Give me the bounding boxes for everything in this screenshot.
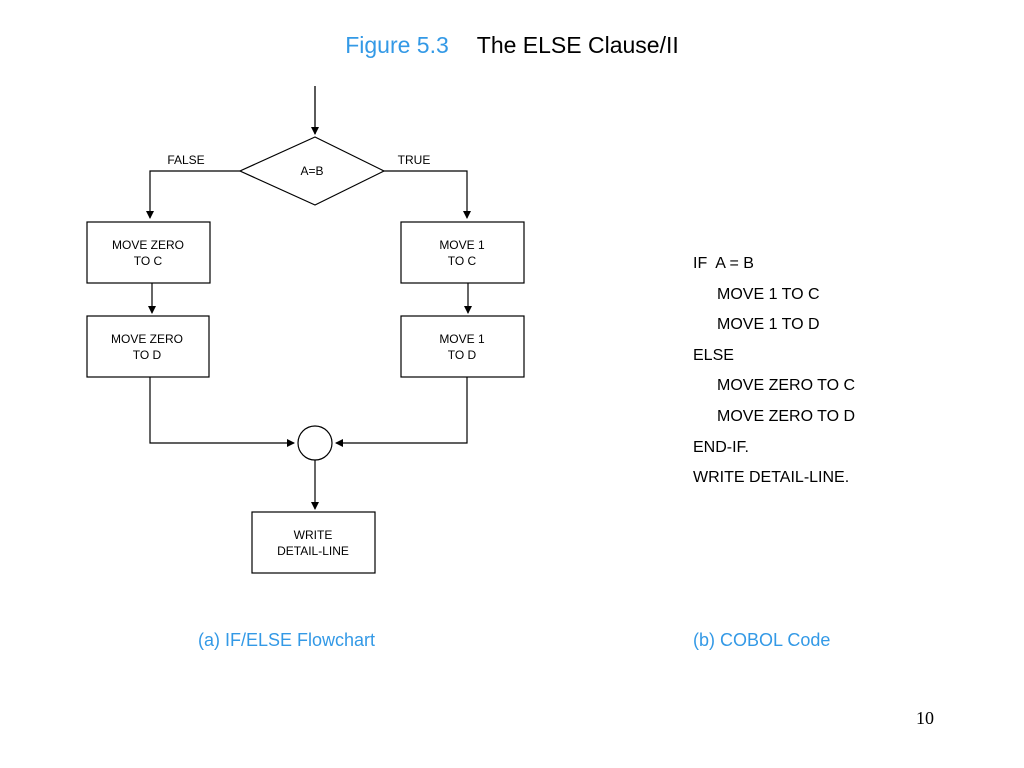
true-box2-line1: MOVE 1 (439, 332, 485, 346)
svg-text:DETAIL-LINE: DETAIL-LINE (277, 544, 349, 558)
code-line: WRITE DETAIL-LINE. (693, 469, 850, 487)
figure-number: Figure 5.3 (345, 32, 449, 58)
true-box-move-1-d (400, 315, 525, 378)
true-merge-line (335, 377, 468, 447)
true-branch-line (384, 170, 471, 219)
false-box1-line1: MOVE ZERO (112, 238, 184, 252)
svg-text:MOVE 1: MOVE 1 (439, 332, 485, 346)
false-label: FALSE (167, 153, 204, 167)
code-line: ELSE (693, 346, 734, 364)
decision-label: A=B (300, 164, 323, 178)
false-box-move-zero-c (86, 221, 211, 284)
page-number: 10 (916, 708, 934, 728)
code-line: MOVE 1 TO D (717, 316, 820, 334)
false-box2-line2: TO D (133, 348, 162, 362)
code-line: MOVE ZERO TO C (717, 377, 856, 395)
write-box-line1: WRITE (294, 528, 333, 542)
svg-text:TO D: TO D (133, 348, 162, 362)
caption-cobol-code: (b) COBOL Code (693, 630, 831, 650)
svg-text:TO C: TO C (134, 254, 163, 268)
true-box2-line2: TO D (448, 348, 477, 362)
code-line: MOVE ZERO TO D (717, 407, 856, 425)
true-box1-line2: TO C (448, 254, 477, 268)
code-line: MOVE 1 TO C (717, 285, 820, 303)
write-detail-line-box (251, 511, 376, 574)
svg-text:MOVE 1: MOVE 1 (439, 238, 485, 252)
false-box1-line2: TO C (134, 254, 163, 268)
write-box-line2: DETAIL-LINE (277, 544, 349, 558)
caption-flowchart: (a) IF/ELSE Flowchart (198, 630, 376, 650)
code-line: END-IF. (693, 438, 749, 456)
code-line: IF A = B (693, 255, 754, 272)
slide-title: Figure 5.3 The ELSE Clause/II (0, 32, 1024, 59)
svg-text:MOVE ZERO: MOVE ZERO (111, 332, 183, 346)
svg-text:MOVE ZERO: MOVE ZERO (112, 238, 184, 252)
false-box-move-zero-d (86, 315, 210, 378)
false-box2-line1: MOVE ZERO (111, 332, 183, 346)
figure-title: The ELSE Clause/II (476, 32, 679, 58)
true-label: TRUE (398, 153, 431, 167)
connector-circle (297, 425, 333, 461)
false-branch-line (146, 170, 240, 219)
true-box1-line1: MOVE 1 (439, 238, 485, 252)
svg-text:TO D: TO D (448, 348, 477, 362)
decision-diamond (238, 136, 386, 206)
true-box-move-1-c (400, 221, 525, 284)
svg-text:WRITE: WRITE (294, 528, 333, 542)
svg-text:TO C: TO C (448, 254, 477, 268)
false-merge-line (149, 377, 295, 447)
cobol-code-block: IF A = B MOVE 1 TO C MOVE 1 TO D ELSE MO… (693, 254, 855, 499)
